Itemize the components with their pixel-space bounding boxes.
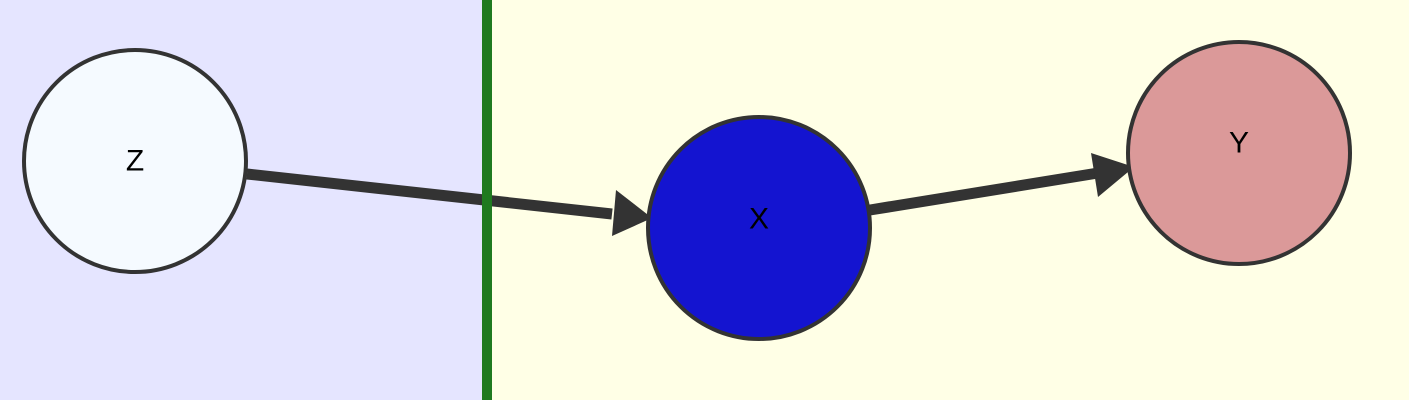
node-x-circle <box>646 115 872 341</box>
node-z-circle <box>22 48 248 274</box>
edge-x-to-y <box>869 167 1099 216</box>
node-z-label: Z <box>126 145 144 178</box>
node-y-circle <box>1126 40 1352 266</box>
node-x[interactable]: X <box>646 115 872 341</box>
node-z[interactable]: Z <box>22 48 248 274</box>
region-divider <box>482 0 492 400</box>
edge-z-to-x <box>246 168 613 220</box>
edge-z-to-x-arrowhead <box>612 190 652 236</box>
edge-x-to-y-arrowhead <box>1091 153 1134 197</box>
node-y-label: Y <box>1229 127 1249 160</box>
node-y[interactable]: Y <box>1126 40 1352 266</box>
node-x-label: X <box>749 203 769 236</box>
